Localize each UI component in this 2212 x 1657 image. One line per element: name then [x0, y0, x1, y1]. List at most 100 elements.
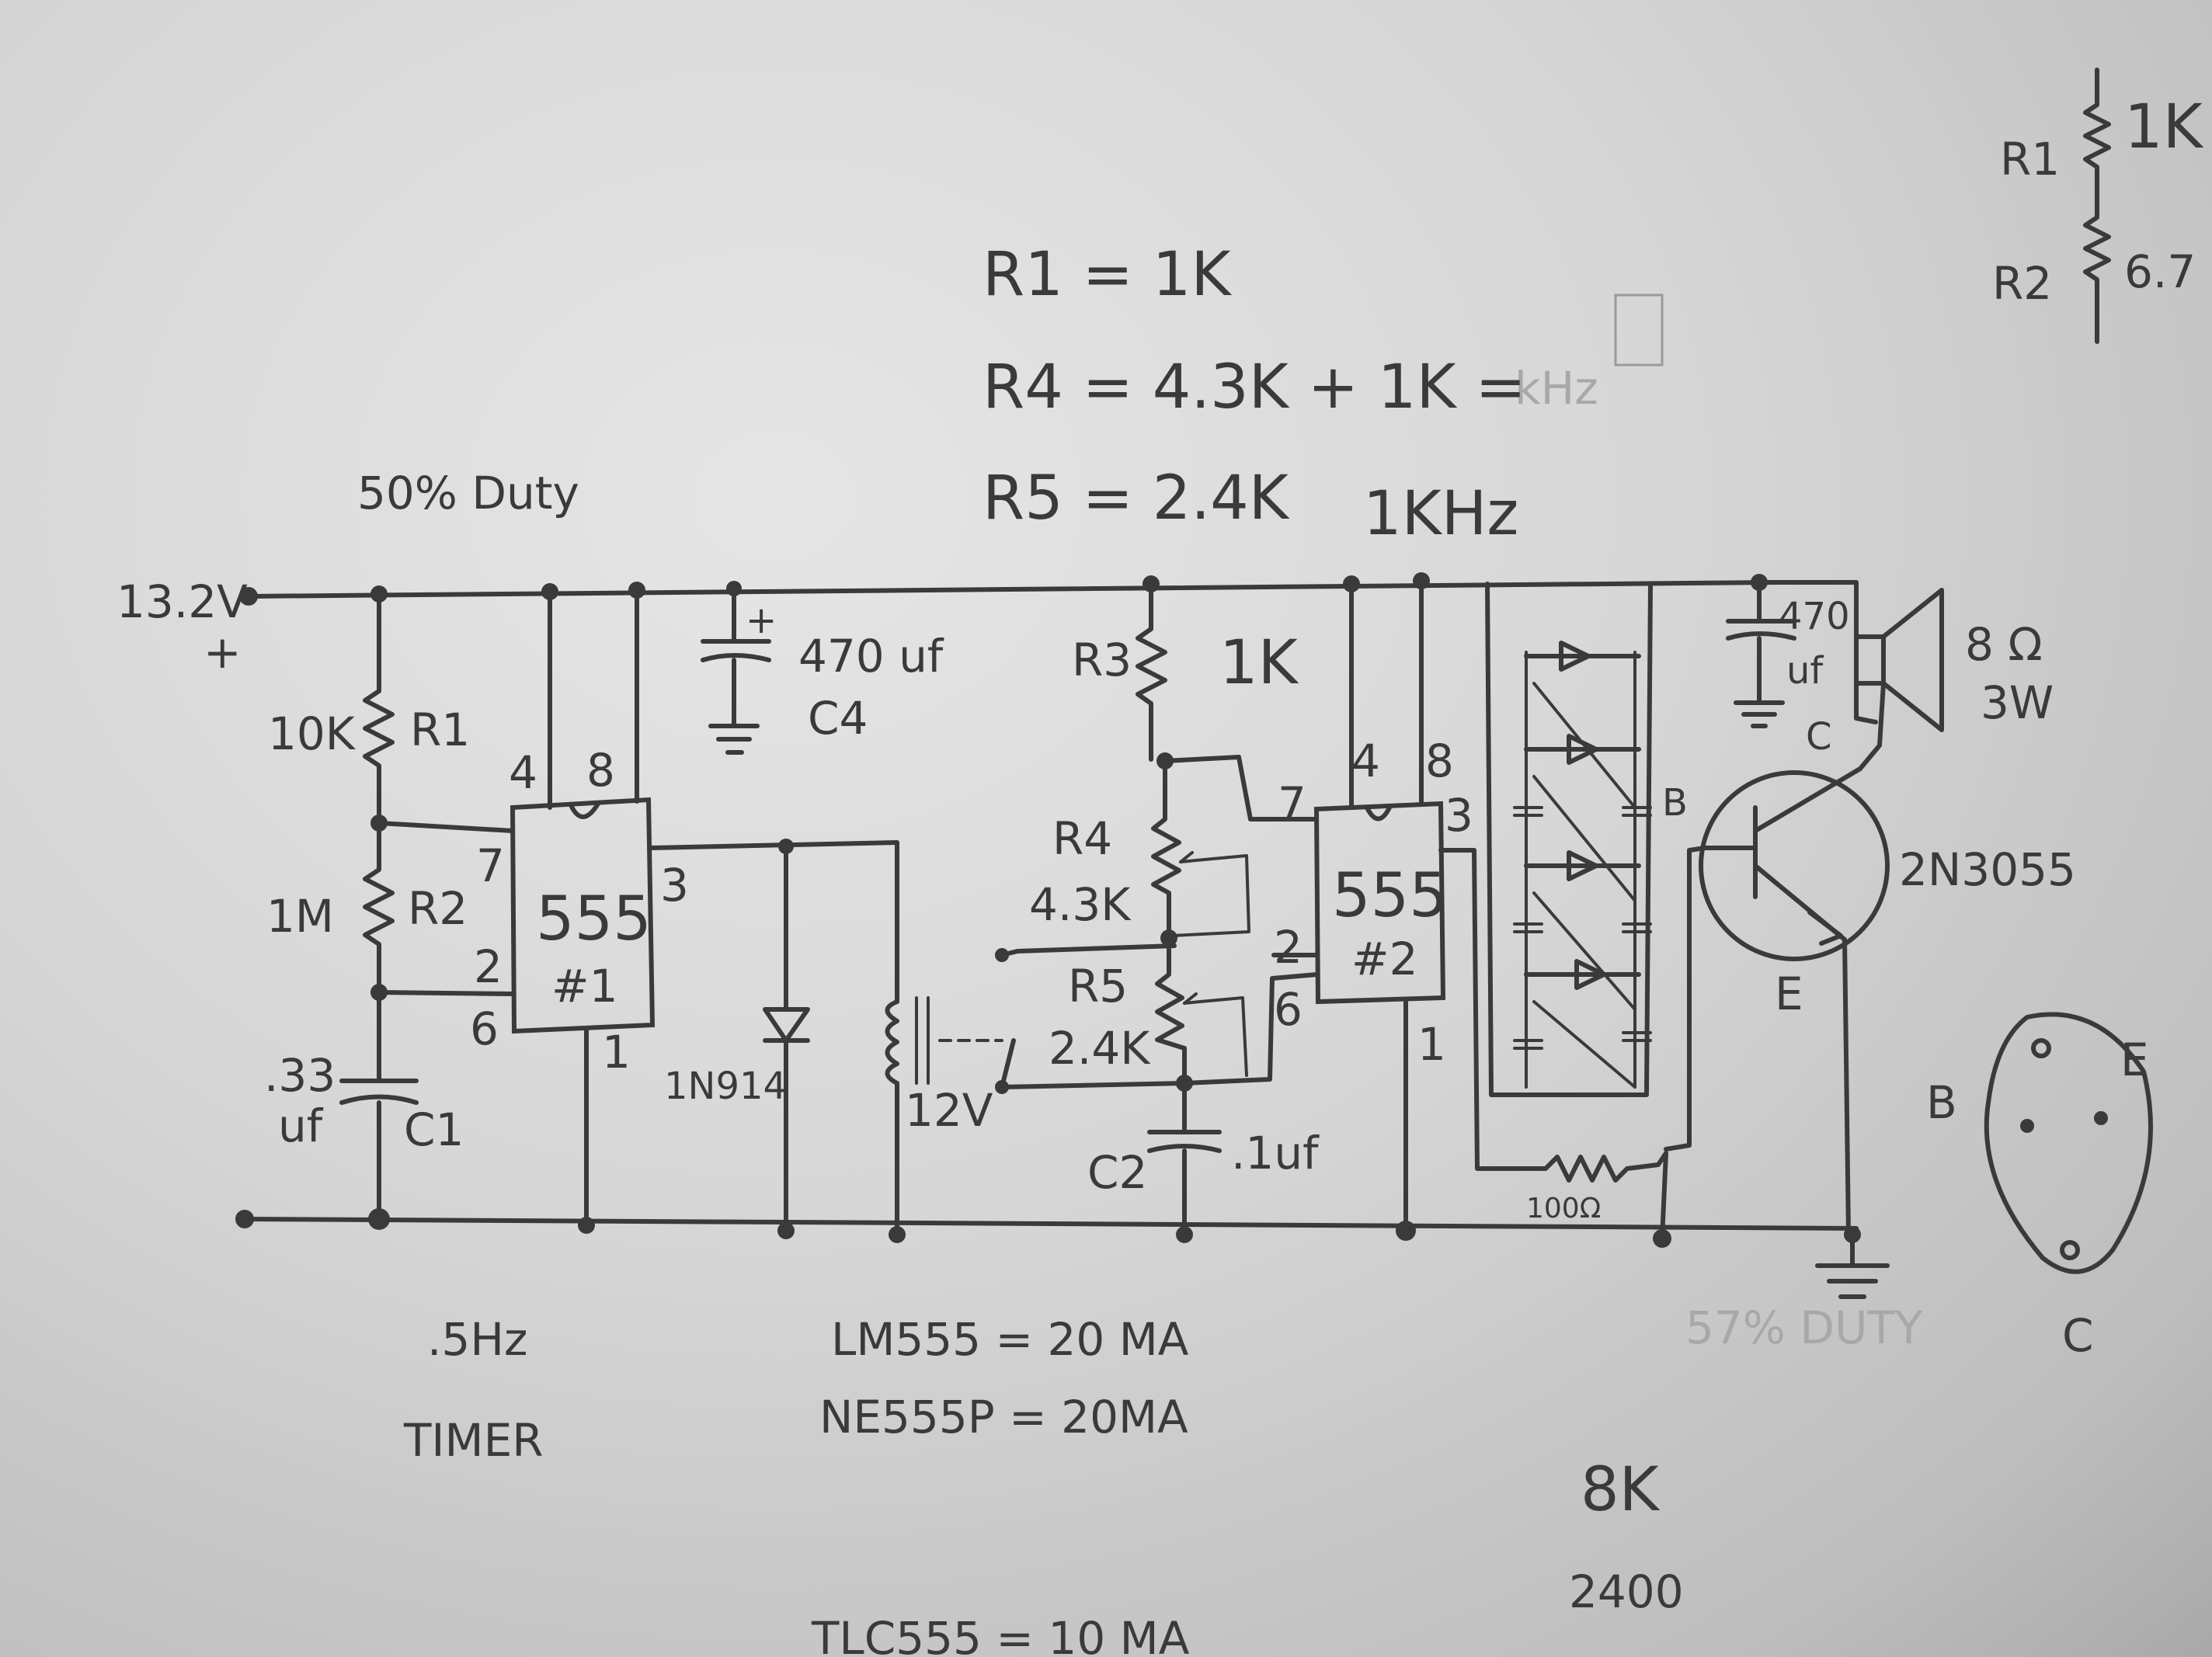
diode-1n914-label: 1N914: [664, 1065, 787, 1108]
transistor-2n3055-symbol: [1699, 770, 1890, 961]
r-100-ohm-label: 100Ω: [1526, 1193, 1601, 1225]
collector-lead: [1858, 681, 1886, 771]
base-mark-label: B: [1662, 781, 1688, 825]
partial-r1-label: R1: [2000, 133, 2060, 186]
wire-speaker: [1757, 580, 1878, 724]
r3-value-label: 1K: [1219, 628, 1299, 698]
note-r5-value: R5 = 2.4K: [983, 464, 1290, 533]
speaker-power-label: 3W: [1981, 676, 2054, 729]
c1-name-label: C1: [404, 1103, 464, 1156]
junction-dot: [1413, 572, 1430, 589]
r1-name-label: R1: [410, 703, 470, 756]
ic-notch: [1365, 804, 1393, 822]
partial-r2-value: 6.7: [2124, 245, 2196, 298]
note-r4-value: R4 = 4.3K + 1K =: [983, 353, 1526, 422]
speaker-icon: [1854, 588, 1944, 732]
c4-plus-label: +: [746, 599, 777, 642]
junction-dot: [370, 585, 388, 603]
pinout-base-label: B: [1926, 1076, 1957, 1129]
ground-symbol-output: [1734, 700, 1785, 728]
r3-name-label: R3: [1072, 634, 1132, 686]
junction-dot: [1653, 1229, 1671, 1248]
note-lm555-current: LM555 = 20 MA: [831, 1313, 1189, 1366]
ground-symbol-c4: [708, 724, 760, 755]
junction-dot: [368, 1208, 390, 1230]
resistor-r2-symbol: [363, 821, 395, 995]
wire-pin7: [377, 821, 515, 833]
note-r1-value: R1 = 1K: [983, 240, 1232, 310]
to3-pin-base: [2020, 1119, 2034, 1133]
diode-row-symbols: [1524, 641, 1641, 990]
c4-name-label: C4: [808, 692, 868, 745]
c2-value-label: .1uf: [1231, 1127, 1320, 1179]
ic2-pin4-label: 4: [1351, 735, 1380, 787]
emitter-arrow: [1807, 910, 1843, 946]
ic2-pin8-label: 8: [1425, 735, 1454, 787]
junction-dot: [1176, 1226, 1193, 1243]
resistor-r5-symbol: [1155, 936, 1187, 1086]
wire-pin7-2: [1163, 755, 1319, 822]
led-capacitor-marks: [1513, 806, 1652, 1050]
relay-coil-label: 12V: [905, 1084, 993, 1137]
junction-dot: [1396, 1221, 1416, 1241]
junction-dot: [578, 1217, 595, 1234]
ic2-pin7-label: 7: [1278, 777, 1306, 830]
resistor-r4-symbol: [1151, 759, 1181, 940]
ic1-id-label: #1: [551, 960, 618, 1013]
supply-plus-label: +: [203, 626, 242, 679]
c2-name-label: C2: [1087, 1146, 1147, 1199]
junction-dot: [1343, 575, 1360, 592]
ic-notch: [569, 801, 600, 819]
r4-value-label: 4.3K: [1029, 878, 1132, 931]
transistor-leads: [1702, 766, 1862, 1237]
ic1-pin7-label: 7: [476, 839, 505, 892]
pinout-collector-label: C: [2062, 1309, 2094, 1362]
led-array: [1485, 582, 1653, 1097]
r5-wiper: [1183, 992, 1248, 1077]
r1-value-label: 10K: [268, 707, 356, 760]
ic2-pin6-label: 6: [1274, 983, 1303, 1036]
wire-pin2-6: [377, 990, 515, 996]
wire-pin3: [649, 840, 899, 1004]
resistor-r1-symbol: [363, 592, 395, 825]
junction-dot: [889, 1226, 906, 1243]
note-2400: 2400: [1569, 1565, 1684, 1618]
note-ne555p-current: NE555P = 20MA: [819, 1391, 1188, 1443]
c4-value-label: 470 uf: [798, 630, 944, 683]
capacitor-470-output-symbol: [1726, 580, 1796, 705]
junction-dot: [777, 1222, 795, 1239]
ic2-pin1-label: 1: [1417, 1018, 1446, 1071]
ic2-pin3-label: 3: [1445, 789, 1473, 842]
output-cap-value-label: 470: [1779, 595, 1850, 638]
wire-to-base: [1664, 846, 1707, 1152]
ic2-id-label: #2: [1351, 933, 1418, 985]
r5-name-label: R5: [1068, 960, 1128, 1013]
transistor-part-label: 2N3055: [1899, 843, 2076, 896]
transistor-emitter-label: E: [1775, 967, 1803, 1020]
capacitor-c1-symbol: [339, 990, 419, 1221]
wire-pin3-2: [1438, 848, 1548, 1171]
junction-dot: [726, 581, 742, 596]
led-rails: [1525, 651, 1636, 1089]
capacitor-c4-symbol: [701, 586, 771, 728]
r5-value-label: 2.4K: [1049, 1022, 1151, 1075]
junction-dot: [1143, 575, 1160, 592]
speaker-impedance-label: 8 Ω: [1965, 618, 2043, 671]
wire-pin6-2: [1182, 972, 1319, 1086]
ground-rail: [242, 1217, 1859, 1231]
to3-pinout-drawing: [1984, 1012, 2153, 1274]
to3-case-outline: [1984, 1012, 2153, 1274]
ground-symbol-emitter: [1815, 1232, 1890, 1299]
partial-divider-symbol: [2083, 68, 2111, 344]
partial-r1-value: 1K: [2124, 92, 2204, 162]
note-1khz: 1KHz: [1363, 479, 1518, 549]
ic2-chip-label: 555: [1332, 861, 1448, 931]
led-array-frame: [1485, 582, 1653, 1097]
resistor-100-symbol: [1543, 1155, 1661, 1183]
r2-value-label: 1M: [266, 890, 334, 943]
pinout-emitter-label: E: [2120, 1033, 2149, 1086]
c1-value-label: .33: [264, 1049, 336, 1102]
ic1-pin6-label: 6: [470, 1002, 499, 1055]
